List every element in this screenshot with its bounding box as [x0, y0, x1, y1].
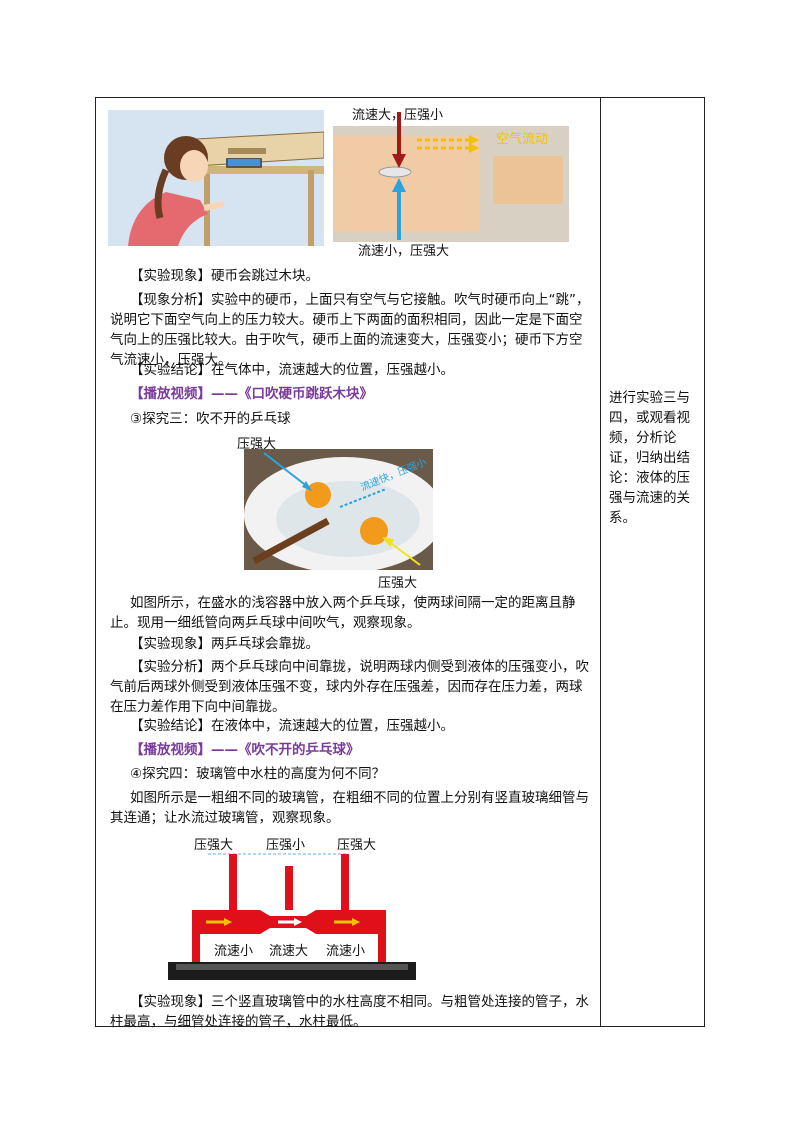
girl-blowing-coin-illustration	[108, 110, 324, 246]
experiment-phenomenon-1: 【实验现象】硬币会跳过木块。	[130, 268, 319, 284]
fig2-bottom-label: 压强大	[378, 576, 418, 591]
experiment-phenomenon-3: 【实验现象】三个竖直玻璃管中的水柱高度不相同。与粗管处连接的管子，水柱最高，与细…	[110, 994, 589, 1030]
video-link-1[interactable]: 【播放视频】——《口吹硬币跳跃木块》	[130, 386, 373, 402]
fig3-bottom-label-middle: 流速大	[269, 944, 309, 959]
fig1-bottom-label: 流速小，压强大	[358, 244, 450, 259]
inquiry-three-heading: ③探究三：吹不开的乒乓球	[130, 411, 291, 427]
fig3-top-label-middle: 压强小	[266, 838, 306, 853]
fig3-top-label-right: 压强大	[337, 838, 377, 853]
experiment-phenomenon-2: 【实验现象】两乒乓球会靠拢。	[130, 636, 319, 652]
inquiry-four-heading: ④探究四：玻璃管中水柱的高度为何不同？	[130, 766, 386, 782]
glass-tube-diagram	[168, 853, 416, 980]
air-flow-arrow-icon	[417, 135, 479, 153]
down-arrow-icon	[392, 112, 406, 168]
inquiry-four-description: 如图所示是一粗细不同的玻璃管，在粗细不同的位置上分别有竖直玻璃细管与其连通；让水…	[110, 790, 589, 826]
phenomenon-analysis-1: 【现象分析】实验中的硬币，上面只有空气与它接触。吹气时硬币向上“跳”，说明它下面…	[110, 292, 590, 368]
fig3-bottom-label-left: 流速小	[214, 944, 254, 959]
fig3-top-label-left: 压强大	[194, 838, 234, 853]
side-note: 进行实验三与四，或观看视频，分析论证，归纳出结论：液体的压强与流速的关系。	[609, 390, 690, 526]
ping-pong-balls-photo	[244, 449, 433, 570]
fig1-air-flow-label: 空气流动	[496, 132, 549, 147]
flow-arrow-icon	[206, 918, 360, 926]
coin-block-photo	[333, 126, 569, 242]
up-arrow-icon	[392, 178, 406, 240]
lesson-table	[95, 97, 705, 1027]
video-link-2[interactable]: 【播放视频】——《吹不开的乒乓球》	[130, 742, 360, 758]
experiment-conclusion-1: 【实验结论】在气体中，流速越大的位置，压强越小。	[130, 362, 454, 378]
fig3-bottom-label-right: 流速小	[326, 944, 366, 959]
inquiry-three-description: 如图所示，在盛水的浅容器中放入两个乒乓球，使两球间隔一定的距离且静止。现用一细纸…	[110, 595, 576, 631]
fig2-top-label: 压强大	[237, 437, 277, 452]
column-divider	[600, 97, 601, 1027]
experiment-analysis-2: 【实验分析】两个乒乓球向中间靠拢，说明两球内侧受到液体的压强变小，吹气前后两球外…	[110, 659, 589, 715]
experiment-conclusion-2: 【实验结论】在液体中，流速越大的位置，压强越小。	[130, 718, 454, 734]
fig1-top-label: 流速大，压强小	[352, 108, 444, 123]
